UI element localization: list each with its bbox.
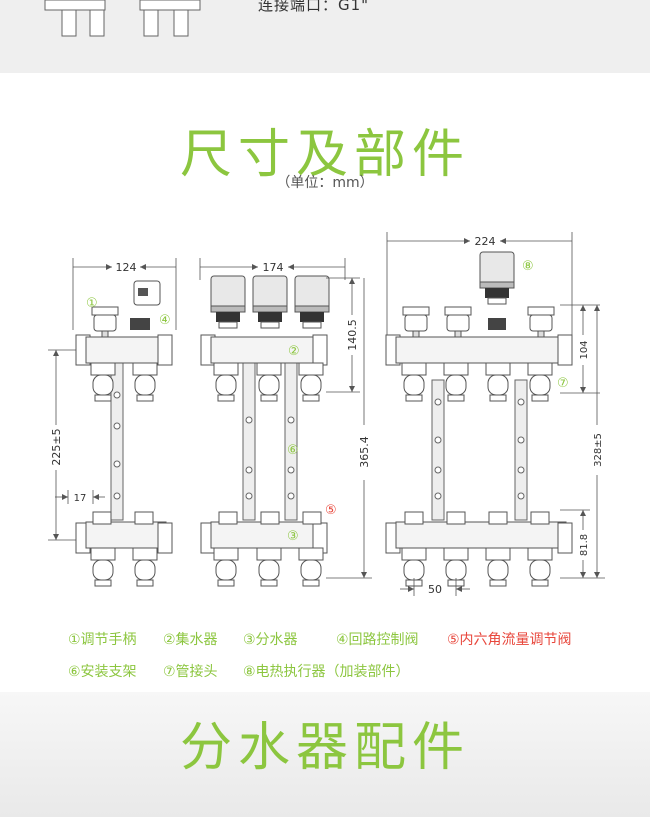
dim-height-140: 140.5 bbox=[346, 319, 359, 351]
callout-2: ② bbox=[288, 344, 300, 359]
dim-height-328: 328±5 bbox=[593, 433, 604, 467]
callout-7: ⑦ bbox=[557, 376, 569, 391]
dim-width-224: 224 bbox=[475, 235, 496, 248]
callout-8: ⑧ bbox=[522, 259, 534, 274]
accessories-title: 分水器配件 bbox=[179, 718, 470, 778]
dimension-arrows bbox=[53, 238, 600, 592]
legend-7: ⑦管接头 bbox=[163, 664, 218, 680]
dim-height-225: 225±5 bbox=[50, 428, 63, 465]
manifold-4-loop bbox=[385, 251, 573, 587]
dim-height-104: 104 bbox=[579, 340, 590, 359]
callout-4: ④ bbox=[159, 313, 171, 328]
top-band: 连接端口：G1" bbox=[0, 0, 650, 73]
legend-4: ④回路控制阀 bbox=[336, 632, 419, 648]
manifold-3-loop bbox=[200, 275, 330, 587]
legend-5: ⑤内六角流量调节阀 bbox=[447, 632, 572, 648]
callout-5: ⑤ bbox=[325, 503, 337, 518]
connection-spec: 连接端口：G1" bbox=[258, 0, 370, 14]
dimensions-title: 尺寸及部件 bbox=[179, 125, 470, 185]
callout-6: ⑥ bbox=[287, 443, 299, 458]
bottom-band bbox=[0, 692, 650, 817]
dim-height-81: 81.8 bbox=[579, 534, 590, 556]
dim-width-174: 174 bbox=[263, 261, 284, 274]
top-product-fragment-icon bbox=[44, 0, 201, 37]
manifold-2-loop bbox=[75, 280, 173, 587]
legend-6: ⑥安装支架 bbox=[68, 664, 137, 680]
callout-1: ① bbox=[86, 296, 98, 311]
dim-width-124: 124 bbox=[116, 261, 137, 274]
unit-label: （单位：mm） bbox=[276, 175, 374, 191]
dim-width-50: 50 bbox=[428, 583, 442, 596]
manifold-dimension-diagram: 124 174 224 140.5 365.4 225±5 17 104 328… bbox=[48, 232, 605, 596]
dim-height-365: 365.4 bbox=[358, 436, 371, 468]
legend-2: ②集水器 bbox=[163, 632, 218, 648]
legend-8: ⑧电热执行器（加装部件） bbox=[243, 664, 410, 680]
legend-3: ③分水器 bbox=[243, 632, 298, 648]
dim-width-17: 17 bbox=[74, 493, 87, 504]
callout-3: ③ bbox=[287, 529, 299, 544]
legend-1: ①调节手柄 bbox=[68, 632, 137, 648]
